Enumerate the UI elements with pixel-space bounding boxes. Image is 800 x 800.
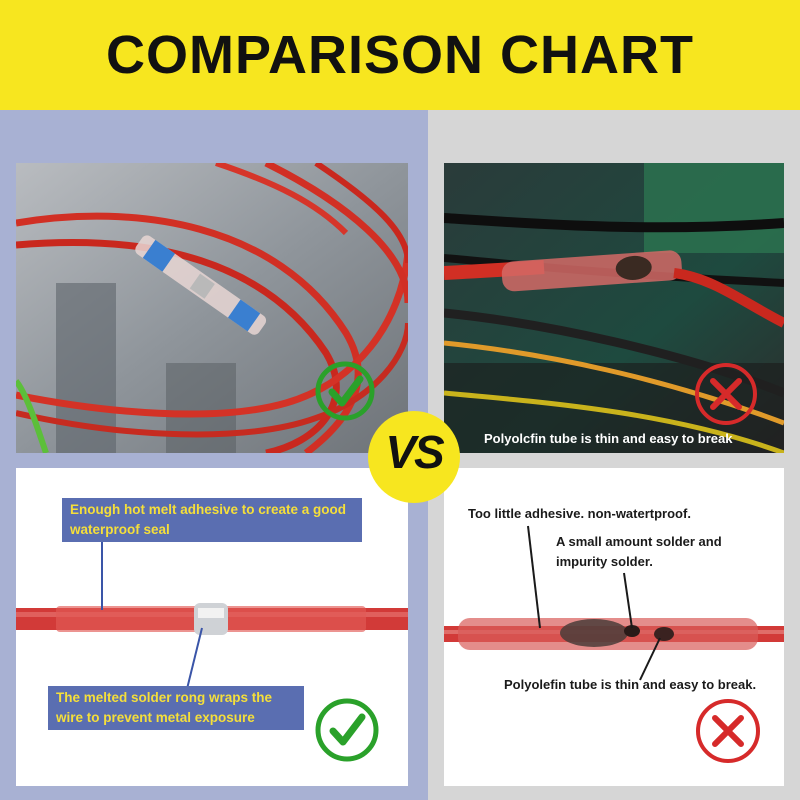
check-icon	[315, 361, 375, 421]
vs-label: VS	[385, 426, 444, 478]
adhesive-label: Enough hot melt adhesive to create a goo…	[62, 498, 362, 542]
check-icon	[315, 698, 379, 762]
header-banner: COMPARISON CHART	[0, 0, 800, 110]
bad-connector-photo: Polyolcfin tube is thin and easy to brea…	[444, 163, 784, 453]
small-solder-label: A small amount solder and impurity solde…	[556, 534, 722, 569]
cross-icon	[696, 699, 760, 763]
good-connector-photo	[16, 163, 408, 453]
vs-badge: VS	[368, 411, 460, 503]
top-right-caption: Polyolcfin tube is thin and easy to brea…	[484, 431, 733, 446]
solder-ring-label: The melted solder rong wraps the wire to…	[48, 686, 304, 730]
thin-tube-label: Polyolefin tube is thin and easy to brea…	[504, 677, 757, 692]
good-connector-diagram: Enough hot melt adhesive to create a goo…	[16, 468, 408, 786]
page-title: COMPARISON CHART	[106, 25, 694, 85]
too-little-adhesive-label: Too little adhesive. non-watertproof.	[468, 506, 691, 521]
bad-connector-diagram: Too little adhesive. non-watertproof. A …	[444, 468, 784, 786]
cross-icon	[695, 363, 757, 425]
